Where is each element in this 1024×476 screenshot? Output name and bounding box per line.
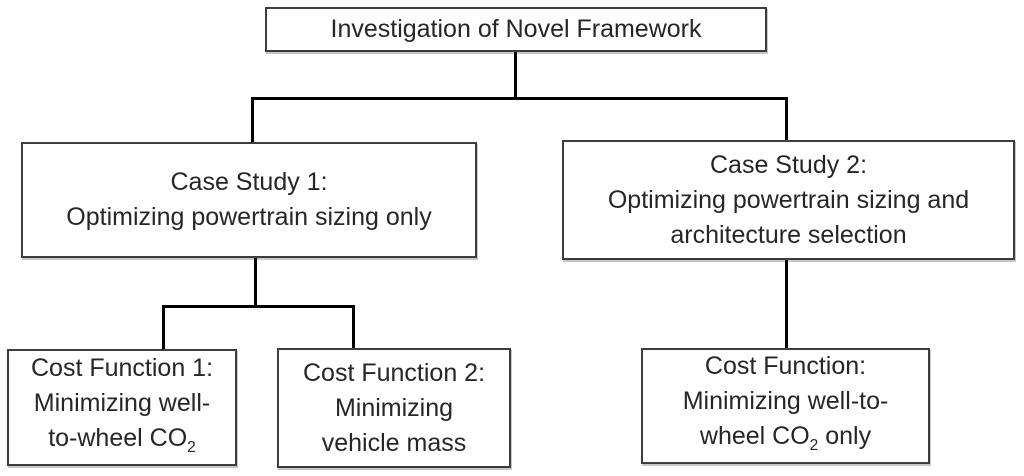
node-title: Case Study 1: [170, 168, 328, 196]
connector-case1-stem [254, 256, 257, 308]
node-title: Cost Function: [704, 352, 867, 380]
connector-to-case-study-2 [785, 97, 788, 142]
connector-root-stem [514, 52, 517, 98]
node-cost-function-2: Cost Function 2: Minimizing vehicle mass [277, 348, 511, 468]
node-cost-function-1: Cost Function 1: Minimizing well- to-whe… [7, 349, 237, 466]
node-title: Case Study 2: [709, 150, 868, 179]
co2-text: to-wheel CO [48, 423, 188, 452]
node-description: Optimizing powertrain sizing and [607, 185, 970, 214]
node-description: to-wheel CO2 [48, 421, 196, 465]
co2-text-suffix: only [818, 422, 872, 450]
node-title: Cost Function 2: [302, 358, 486, 387]
connector-case2-to-cost-fn [785, 258, 788, 350]
connector-to-case-study-1 [251, 97, 254, 144]
node-description: vehicle mass [321, 428, 467, 457]
connector-to-cost-fn-2 [352, 305, 355, 350]
co2-subscript: 2 [809, 437, 819, 454]
node-description: Minimizing well- [33, 388, 211, 417]
node-description: Minimizing well-to- [682, 387, 889, 415]
connector-sub-branch-bar [162, 305, 355, 308]
node-description: wheel CO2 only [700, 419, 871, 463]
node-case-study-1: Case Study 1: Optimizing powertrain sizi… [21, 142, 477, 258]
node-description: Optimizing powertrain sizing only [66, 203, 432, 231]
node-case-study-2: Case Study 2: Optimizing powertrain sizi… [562, 140, 1015, 260]
node-title: Investigation of Novel Framework [330, 15, 702, 43]
node-title: Cost Function 1: [30, 353, 214, 382]
co2-text: wheel CO [699, 422, 810, 450]
co2-subscript: 2 [187, 438, 196, 456]
connector-to-cost-fn-1 [162, 305, 165, 351]
node-investigation-framework: Investigation of Novel Framework [265, 7, 767, 52]
node-description: Minimizing [334, 393, 454, 422]
node-description: architecture selection [670, 220, 907, 249]
connector-top-branch-bar [251, 97, 788, 100]
node-cost-function: Cost Function: Minimizing well-to- wheel… [641, 348, 930, 464]
